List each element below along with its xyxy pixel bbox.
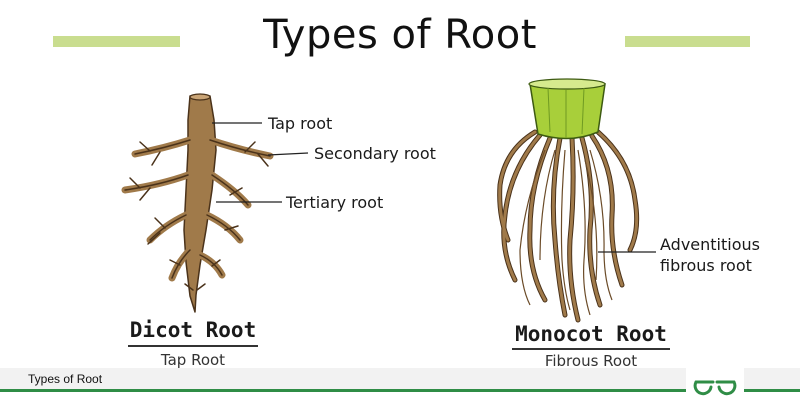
footer-text: Types of Root — [28, 372, 103, 386]
label-tap-root: Tap root — [268, 114, 333, 133]
label-adventitious-line2: fibrous root — [660, 256, 752, 275]
monocot-caption: Monocot Root — [515, 322, 667, 346]
label-secondary-root: Secondary root — [314, 144, 436, 163]
dicot-leader-lines — [212, 122, 309, 203]
label-adventitious-line1: Adventitious — [660, 235, 760, 254]
tap-root-top — [189, 93, 211, 101]
tap-root-main — [183, 95, 217, 313]
monocot-stem-base — [529, 83, 606, 140]
geeksforgeeks-logo-icon — [686, 368, 744, 398]
monocot-caption-divider — [512, 348, 670, 350]
footer-divider — [0, 389, 800, 392]
monocot-subcaption: Fibrous Root — [544, 352, 638, 370]
title-decor-left — [53, 36, 180, 47]
dicot-subcaption: Tap Root — [160, 351, 226, 369]
page-title: Types of Root — [263, 12, 537, 58]
monocot-stem-cut — [528, 78, 606, 90]
footer-bar — [0, 368, 800, 390]
dicot-caption: Dicot Root — [129, 318, 257, 342]
monocot-fibrous-root-illustration — [497, 78, 640, 323]
dicot-caption-divider — [128, 345, 258, 347]
title-decor-right — [625, 36, 750, 47]
label-tertiary-root: Tertiary root — [286, 193, 384, 212]
dicot-tap-root-illustration — [121, 93, 274, 313]
